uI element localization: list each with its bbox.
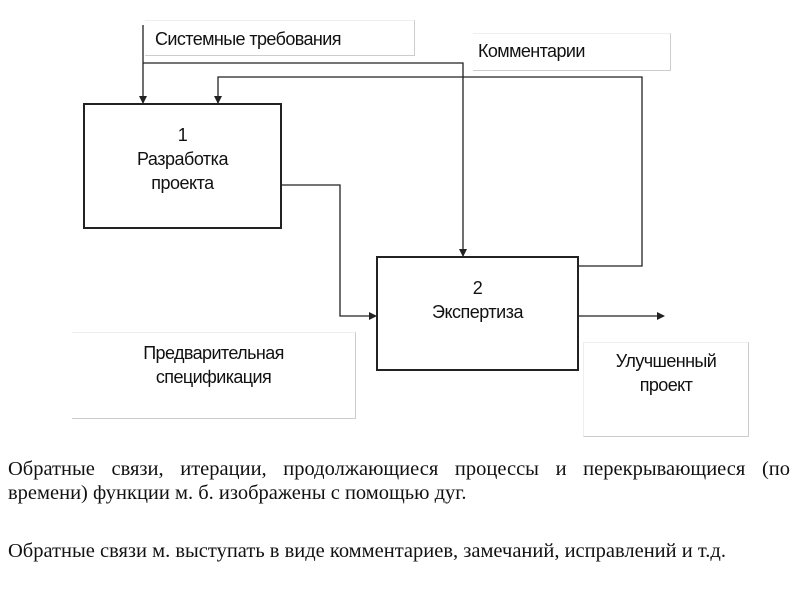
- process-number-2: 2: [472, 278, 483, 298]
- improved-project-line2: проект: [639, 375, 693, 395]
- process-box-1: 1 Разработка проекта: [83, 103, 282, 229]
- system-requirements-text: Системные требования: [155, 29, 341, 49]
- system-requirements-label: Системные требования: [145, 20, 415, 56]
- diagram-arrows: [139, 25, 665, 320]
- process-number-1: 1: [177, 125, 188, 145]
- preliminary-spec-line1: Предварительная: [143, 343, 284, 363]
- paragraph-1: Обратные связи, итерации, продолжающиеся…: [8, 458, 790, 504]
- box1-to-box2-arrow: [281, 184, 377, 320]
- paragraph-2: Обратные связи м. выступать в виде комме…: [8, 540, 726, 562]
- improved-project-label: Улучшенный проект: [583, 342, 749, 437]
- system-requirements-to-box2-arrow: [143, 62, 467, 257]
- process-title-2: Экспертиза: [432, 302, 523, 322]
- preliminary-spec-line2: спецификация: [155, 367, 272, 387]
- process-title-1b: проекта: [151, 173, 214, 193]
- process-box-2: 2 Экспертиза: [376, 256, 579, 371]
- improved-project-line1: Улучшенный: [615, 351, 717, 371]
- comments-text: Комментарии: [478, 41, 585, 61]
- preliminary-spec-label: Предварительная спецификация: [72, 332, 356, 419]
- feedback-arrow: [214, 76, 643, 267]
- comments-label: Комментарии: [473, 33, 671, 71]
- process-title-1a: Разработка: [137, 149, 228, 169]
